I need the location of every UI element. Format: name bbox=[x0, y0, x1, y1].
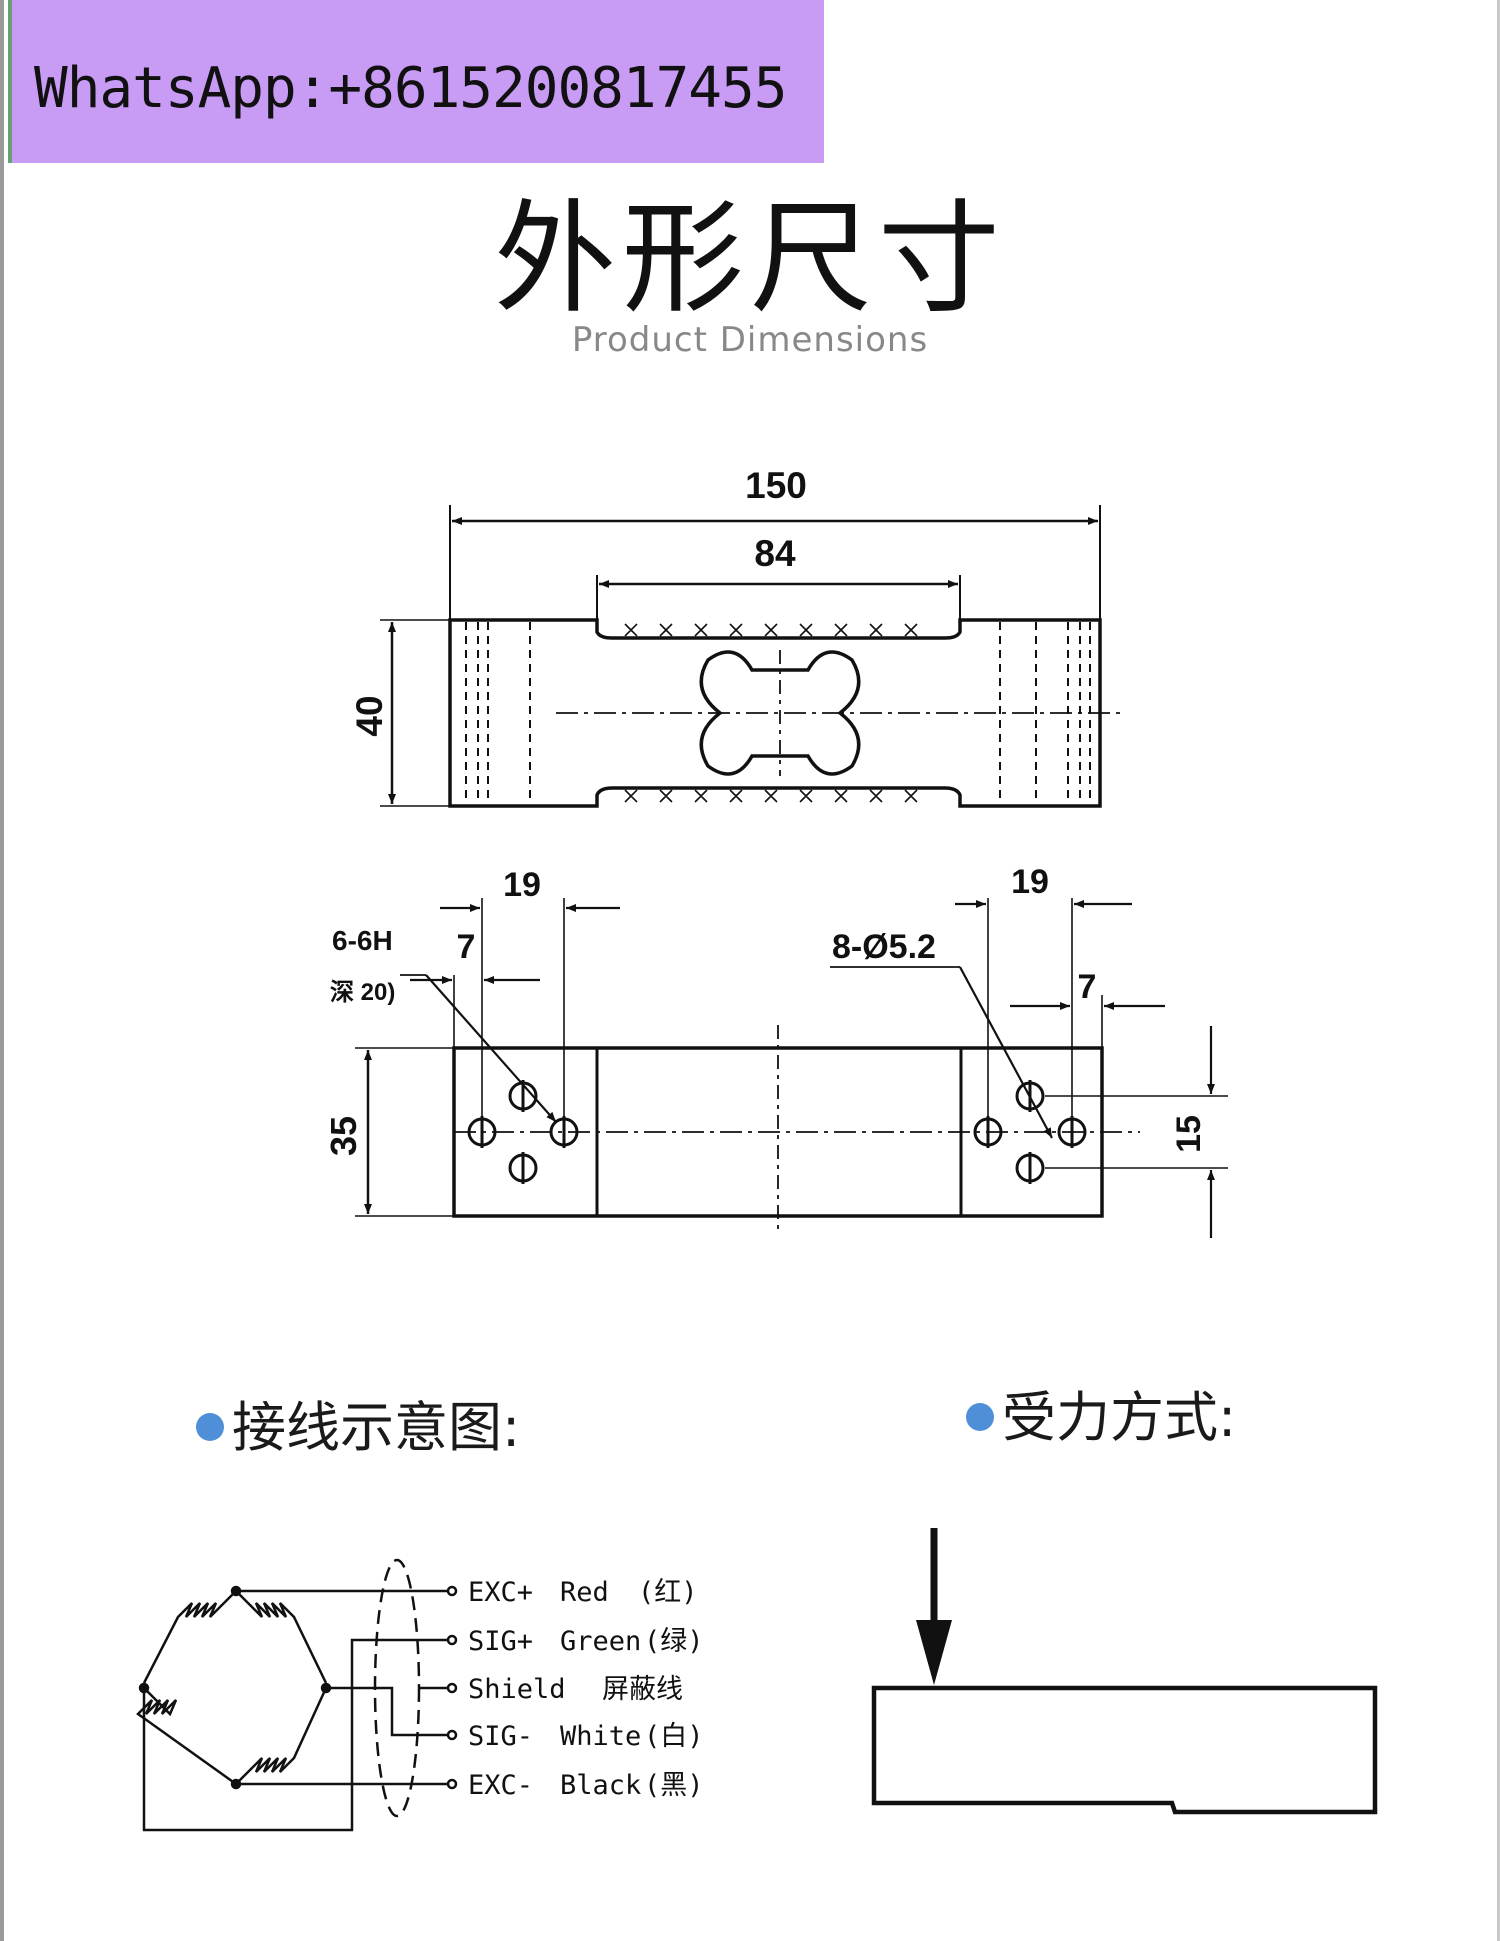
right-edge-line bbox=[1497, 0, 1500, 1941]
wire-1-cn: (绿) bbox=[644, 1626, 704, 1657]
force-title-text: 受力方式: bbox=[1002, 1386, 1237, 1449]
page-subtitle: Product Dimensions bbox=[571, 320, 929, 360]
wire-0-signal: EXC+ bbox=[468, 1577, 533, 1608]
wire-4-color: Black bbox=[560, 1770, 641, 1801]
force-diagram bbox=[871, 1528, 1378, 1815]
force-arrow-head bbox=[916, 1620, 952, 1685]
wire-3-color: White bbox=[560, 1721, 641, 1752]
left-edge-line bbox=[0, 0, 4, 1941]
side-view bbox=[355, 898, 1228, 1238]
dim-84: 84 bbox=[754, 533, 796, 574]
dim-15: 15 bbox=[1170, 1115, 1208, 1153]
wiring-title-text: 接线示意图: bbox=[232, 1396, 521, 1459]
dim-left-19: 19 bbox=[503, 866, 541, 904]
wire-3-signal: SIG- bbox=[468, 1721, 533, 1752]
wire-4-cn: (黑) bbox=[644, 1770, 704, 1801]
wire-2-signal: Shield bbox=[468, 1674, 566, 1705]
dim-right-7: 7 bbox=[1078, 968, 1097, 1006]
dim-left-7: 7 bbox=[457, 928, 476, 966]
dim-right-19: 19 bbox=[1011, 863, 1049, 901]
resistor-top-left bbox=[142, 1590, 237, 1684]
wiring-diagram bbox=[136, 1558, 458, 1832]
force-section-title: 受力方式: bbox=[966, 1373, 1236, 1452]
resistor-bottom-right bbox=[235, 1687, 328, 1785]
top-view bbox=[380, 505, 1125, 808]
wire-0-color: Red bbox=[560, 1577, 609, 1608]
left-thread-holes bbox=[467, 1080, 579, 1184]
wire-4-signal: EXC- bbox=[468, 1770, 533, 1801]
force-load-cell bbox=[871, 1685, 1378, 1815]
dim-150: 150 bbox=[745, 465, 807, 506]
wire-3-cn: (白) bbox=[644, 1721, 704, 1752]
resistor-top-right bbox=[235, 1590, 328, 1684]
hole-spec: 8-Ø5.2 bbox=[832, 928, 936, 966]
wire-1-signal: SIG+ bbox=[468, 1626, 533, 1657]
dim-35: 35 bbox=[323, 1116, 364, 1156]
shield-ellipse bbox=[373, 1558, 421, 1818]
binocular-hole bbox=[699, 650, 861, 776]
wire-2-cn: 屏蔽线 bbox=[602, 1674, 683, 1705]
bullet-icon bbox=[196, 1413, 224, 1442]
wire-1-color: Green bbox=[560, 1626, 641, 1657]
right-through-holes bbox=[973, 1080, 1087, 1184]
wire-0-cn: (红) bbox=[638, 1577, 698, 1608]
thread-depth: 深 20) bbox=[330, 979, 395, 1006]
load-cell-top-outline bbox=[448, 618, 1102, 808]
bullet-icon bbox=[966, 1403, 994, 1432]
banner-text: WhatsApp:+8615200817455 bbox=[34, 56, 787, 121]
thread-spec: 6-6H bbox=[332, 925, 393, 956]
page-title: 外形尺寸 bbox=[494, 188, 1006, 330]
resistor-bottom-left bbox=[136, 1687, 237, 1786]
dim-40: 40 bbox=[349, 695, 390, 736]
wiring-section-title: 接线示意图: bbox=[196, 1383, 520, 1462]
contact-banner: WhatsApp:+8615200817455 bbox=[8, 0, 824, 163]
